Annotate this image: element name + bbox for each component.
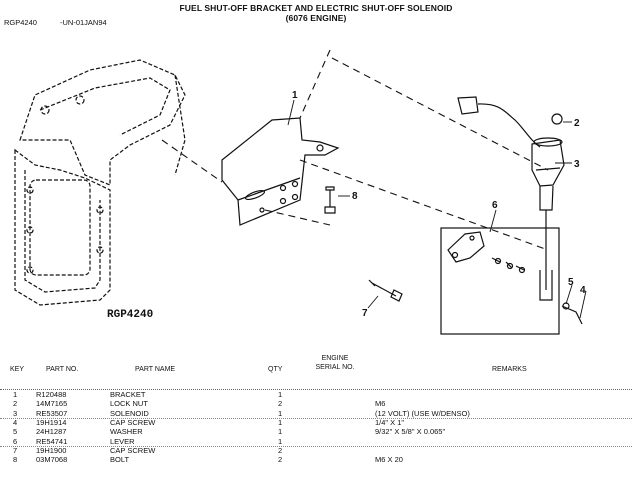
- row-part-no: 14M7165: [36, 399, 68, 409]
- table-row: 4 19H1914 CAP SCREW 1 1/4" X 1": [0, 418, 632, 427]
- row-part-no: 03M7068: [36, 455, 68, 465]
- callout-1: 1: [292, 90, 298, 101]
- exploded-parts-diagram: 1 2 3 4 5 6 7 8: [14, 49, 587, 335]
- row-remarks: 1/4" X 1": [375, 417, 405, 427]
- callout-3: 3: [574, 159, 580, 170]
- figure-label: RGP4240: [107, 309, 154, 321]
- column-header-qty: QTY: [268, 366, 283, 373]
- callout-4: 4: [580, 285, 586, 296]
- lever-inset-box: [440, 227, 583, 335]
- page-subtitle: (6076 ENGINE): [285, 13, 347, 23]
- callout-8: 8: [352, 191, 358, 202]
- row-qty: 2: [278, 399, 283, 409]
- row-part-name: LOCK NUT: [110, 399, 148, 409]
- row-qty: 1: [278, 408, 283, 418]
- column-header-key: KEY: [10, 366, 25, 373]
- row-remarks: M6 X 20: [375, 455, 403, 465]
- row-part-name: BOLT: [110, 455, 130, 465]
- bracket-part: [221, 117, 340, 226]
- row-qty: 1: [278, 390, 283, 399]
- row-key: 7: [13, 445, 18, 455]
- row-part-name: CAP SCREW: [110, 445, 156, 455]
- image-reference: RGP4240: [4, 18, 37, 27]
- callout-6: 6: [492, 200, 498, 211]
- row-part-name: BRACKET: [110, 390, 146, 399]
- table-row: 1 R120488 BRACKET 1: [0, 390, 632, 399]
- row-divider: [0, 418, 632, 420]
- column-header-serial-line2: SERIAL NO.: [315, 364, 355, 371]
- row-qty: 1: [278, 436, 283, 446]
- row-qty: 2: [278, 445, 283, 455]
- header-divider: [0, 389, 632, 390]
- callout-5: 5: [568, 277, 574, 288]
- table-row: 3 RE53507 SOLENOID 1 (12 VOLT) (USE W/DENSO): [0, 409, 632, 418]
- bolt-part: [324, 186, 336, 214]
- revision-code: -UN-01JAN94: [60, 18, 107, 27]
- assembly-dash-lines: [161, 49, 549, 251]
- row-part-no: R120488: [36, 390, 67, 399]
- row-remarks: (12 VOLT) (USE W/DENSO): [375, 408, 470, 418]
- callout-numbers: 1 2 3 4 5 6 7 8: [292, 90, 586, 319]
- table-row: 2 14M7165 LOCK NUT 2 M6: [0, 399, 632, 408]
- row-key: 3: [13, 408, 18, 418]
- column-header-remarks: REMARKS: [492, 366, 527, 373]
- row-qty: 1: [278, 417, 283, 427]
- row-part-no: RE53507: [36, 408, 68, 418]
- solenoid-part: [457, 96, 565, 290]
- column-header-serial-line1: ENGINE: [321, 355, 349, 362]
- row-part-name: LEVER: [110, 436, 135, 446]
- table-row: 7 19H1900 CAP SCREW 2: [0, 446, 632, 455]
- column-header-part-name: PART NAME: [135, 366, 176, 373]
- row-part-name: SOLENOID: [110, 408, 149, 418]
- row-part-no: 19H1900: [36, 445, 67, 455]
- table-row: 8 03M7068 BOLT 2 M6 X 20: [0, 455, 632, 464]
- row-key: 8: [13, 455, 18, 465]
- row-part-name: CAP SCREW: [110, 417, 156, 427]
- callout-7: 7: [362, 308, 368, 319]
- row-key: 6: [13, 436, 18, 446]
- row-remarks: M6: [375, 399, 386, 409]
- row-key: 2: [13, 399, 18, 409]
- column-header-serial: ENGINE SERIAL NO.: [305, 355, 365, 371]
- row-part-name: WASHER: [110, 427, 143, 437]
- row-part-no: 24H1287: [36, 427, 67, 437]
- row-key: 4: [13, 417, 18, 427]
- page-title: FUEL SHUT-OFF BRACKET AND ELECTRIC SHUT-…: [179, 3, 453, 13]
- row-divider: [0, 446, 632, 448]
- engine-housing-outline: [14, 59, 186, 306]
- row-remarks: 9/32" X 5/8" X 0.065": [375, 427, 446, 437]
- row-key: 1: [13, 390, 18, 399]
- row-part-no: RE54741: [36, 436, 68, 446]
- row-qty: 1: [278, 427, 283, 437]
- row-part-no: 19H1914: [36, 417, 67, 427]
- row-qty: 2: [278, 455, 283, 465]
- callout-2: 2: [574, 118, 580, 129]
- row-key: 5: [13, 427, 18, 437]
- table-row: 6 RE54741 LEVER 1: [0, 437, 632, 446]
- cap-screw-part: [368, 279, 403, 302]
- table-row: 5 24H1287 WASHER 1 9/32" X 5/8" X 0.065": [0, 427, 632, 436]
- column-header-part-no: PART NO.: [46, 366, 79, 373]
